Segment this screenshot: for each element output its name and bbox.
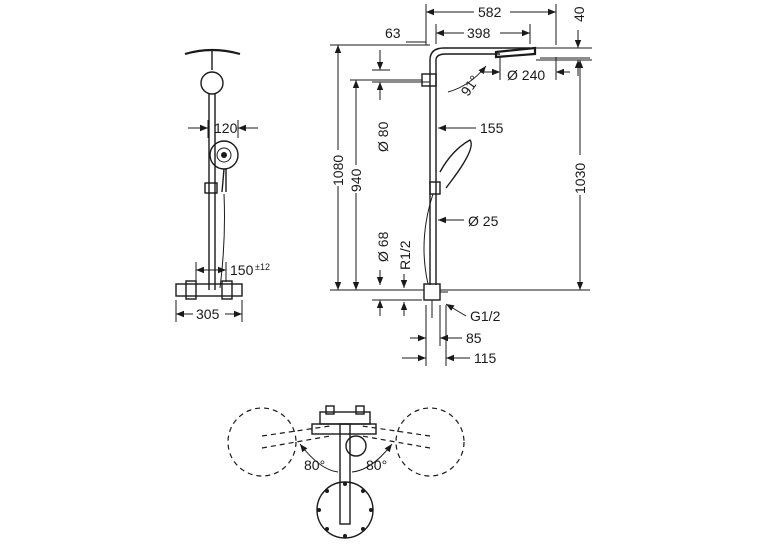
dim-head-thickness: 40: [571, 6, 587, 22]
dim-head-offset: 63: [385, 25, 401, 41]
top-hand-shower: [345, 435, 367, 457]
top-view: 80° 80°: [227, 405, 465, 539]
dim-thread-r: R1/2: [397, 240, 413, 270]
dim-valve-width: 305: [196, 306, 220, 322]
dim-head-diameter: Ø 240: [507, 67, 545, 83]
dim-hand-shower-width: 155: [480, 120, 504, 136]
shower-arm-joint: [200, 71, 224, 95]
thermostat-body: [175, 283, 243, 297]
dim-tube-dia-mid: Ø 25: [468, 213, 499, 229]
dim-valve-spacing-tolerance: ±12: [255, 262, 270, 272]
top-arm: [339, 423, 351, 525]
dim-thread-g: G1/2: [470, 308, 501, 324]
angle-left: 80°: [304, 457, 325, 473]
dim-tilt-angle: 91°: [457, 72, 482, 99]
dim-depth-115: 115: [474, 350, 497, 366]
dim-height-940: 940: [348, 168, 364, 192]
dim-height-head-bottom: 1030: [572, 163, 588, 194]
swivel-circle-left: [227, 407, 297, 477]
swivel-circle-right: [395, 407, 465, 477]
dim-head-width: 120: [214, 120, 238, 136]
side-arm-holder: [421, 73, 437, 87]
side-overhead-head: [494, 46, 537, 59]
front-view: 120 150 ±12 305: [175, 48, 270, 322]
slider-bracket: [204, 182, 218, 194]
dim-height-total: 1080: [330, 155, 346, 186]
side-hand-shower: [439, 139, 472, 189]
angle-right: 80°: [366, 457, 387, 473]
side-view: 582 398 63 40 Ø 240 91° 1080 94: [330, 4, 592, 366]
dim-depth-85: 85: [466, 330, 482, 346]
dim-valve-spacing: 150: [230, 262, 254, 278]
side-thermostat: [423, 283, 441, 301]
dim-outreach-total: 582: [478, 4, 502, 20]
dim-arm-length: 398: [467, 25, 491, 41]
dim-tube-dia-low: Ø 68: [375, 231, 391, 262]
dim-tube-dia-top: Ø 80: [375, 121, 391, 152]
